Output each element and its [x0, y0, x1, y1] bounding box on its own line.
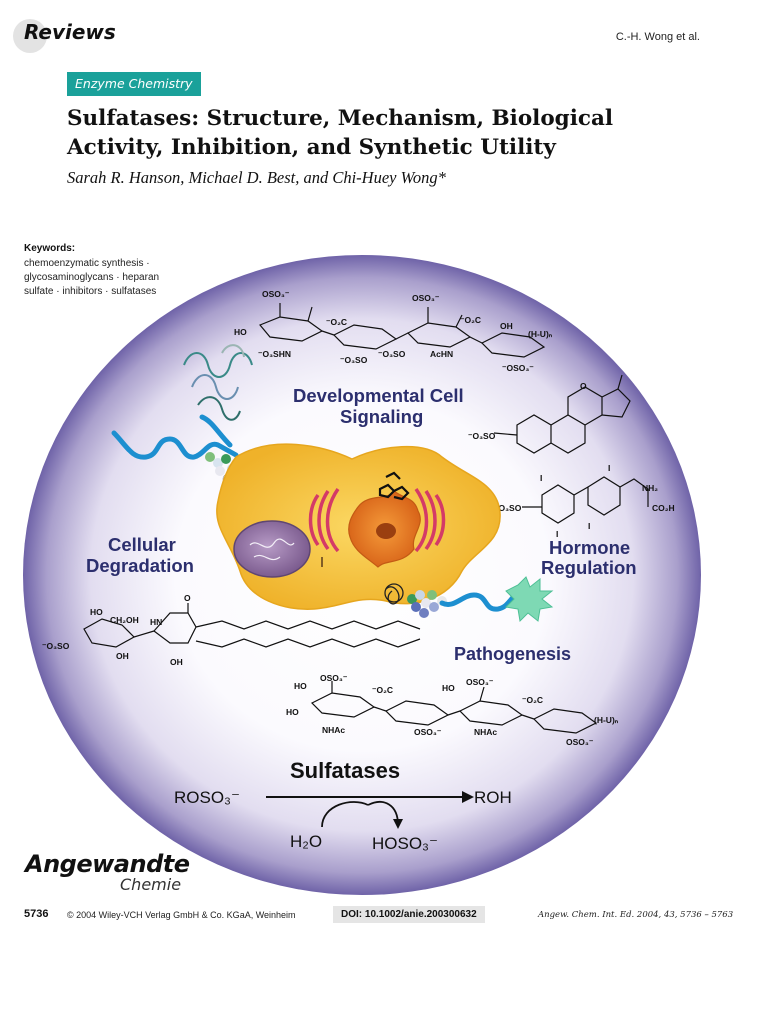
running-authors: C.-H. Wong et al.: [615, 31, 700, 43]
chem-oso3-2: OSO₃⁻: [412, 293, 440, 303]
keywords-heading: Keywords:: [24, 243, 76, 254]
glycoprotein-tail-left: [111, 430, 239, 460]
chem-o3shn: ⁻O₃SHN: [258, 349, 291, 359]
chem-bot-oso3-3: OSO₃⁻: [414, 727, 442, 737]
release-arrowhead: [393, 819, 403, 829]
chem-bot-nhac2: NHAc: [474, 727, 497, 737]
lysosome-contents: [249, 538, 295, 548]
chem-bot-hu: (H-U)ₙ: [594, 715, 619, 725]
reaction-substrate: ROSO₃⁻: [174, 788, 240, 807]
chem-i1: I: [540, 473, 542, 483]
doi-label[interactable]: DOI: 10.1002/anie.200300632: [333, 906, 485, 923]
chem-bot-ho2: HO: [286, 707, 299, 717]
lysosome: [233, 520, 311, 578]
lysosome-contents-2: [253, 554, 281, 561]
chem-oso3: OSO₃⁻: [262, 289, 290, 299]
reaction-byproduct: HOSO₃⁻: [372, 834, 438, 853]
chem-o3so: ⁻O₃SO: [340, 355, 368, 365]
chondroitin-sulfate-structure: [310, 681, 598, 734]
article-authors: Sarah R. Hanson, Michael D. Best, and Ch…: [67, 168, 446, 187]
chem-o3so-2: ⁻O₃SO: [378, 349, 406, 359]
chem-achn: AcHN: [430, 349, 453, 359]
sulfatide-structure: [83, 603, 421, 648]
thyroxine-sulfate-structure: [522, 476, 649, 524]
chem-o2c-2: ⁻O₂C: [460, 315, 481, 325]
journal-logo-main: Angewandte: [25, 850, 190, 878]
chem-bot-o2c: ⁻O₂C: [372, 685, 393, 695]
chem-i4: I: [588, 521, 590, 531]
figure-canvas: OSO₃⁻ HO ⁻O₃SHN ⁻O₂C ⁻O₃SO OSO₃⁻ ⁻O₃SO A…: [23, 255, 701, 895]
glycoprotein-tail-right: [439, 588, 525, 612]
label-developmental-line2: Signaling: [340, 406, 423, 427]
journal-citation: Angew. Chem. Int. Ed. 2004, 43, 5736 – 5…: [538, 910, 734, 920]
chem-ch2oh: CH₂OH: [110, 615, 139, 625]
chem-thy-o3so: ⁻O₃SO: [494, 503, 522, 513]
reviews-badge-circle: [13, 19, 47, 53]
chem-cer-ho: HO: [90, 607, 103, 617]
protein-knot: [384, 583, 404, 605]
chem-ho: HO: [234, 327, 247, 337]
journal-logo-sub: Chemie: [120, 875, 182, 894]
chem-bot-ho3: HO: [442, 683, 455, 693]
heparan-sulfate-structure: [259, 303, 546, 358]
chem-i3: I: [556, 529, 558, 539]
chem-cer-o3so: ⁻O₃SO: [42, 641, 70, 651]
label-cellular-line2: Degradation: [86, 555, 194, 576]
label-cellular-line1: Cellular: [108, 534, 176, 555]
chem-bot-nhac: NHAc: [322, 725, 345, 735]
nucleolus: [376, 523, 396, 539]
protein-linker: [199, 414, 233, 448]
chem-cer-o: O: [184, 593, 191, 603]
chem-cer-hn: HN: [150, 617, 162, 627]
chem-bot-ho: HO: [294, 681, 307, 691]
chem-hu: (H-U)ₙ: [528, 329, 553, 339]
section-label: Reviews: [24, 20, 116, 44]
chem-co2h: CO₂H: [652, 503, 675, 513]
water-uptake-arrow: [321, 801, 369, 828]
glycan-beads-right: [407, 590, 447, 618]
label-sulfatases: Sulfatases: [290, 758, 400, 783]
chem-steroid-o: O: [580, 381, 587, 391]
chem-cer-oh: OH: [116, 651, 129, 661]
label-hormone-line1: Hormone: [549, 537, 630, 558]
category-badge: Enzyme Chemistry: [67, 72, 201, 96]
chem-bot-oso3-2: OSO₃⁻: [466, 677, 494, 687]
spindle-left: [308, 487, 340, 553]
protein-ribbon-structure: [183, 344, 253, 421]
reaction-water: H₂O: [290, 832, 322, 851]
chem-steroid-o3so: ⁻O₃SO: [468, 431, 496, 441]
steroid-sulfate-structure: [493, 374, 631, 454]
chem-i2: I: [608, 463, 610, 473]
label-hormone-line2: Regulation: [541, 557, 637, 578]
label-developmental-line1: Developmental Cell: [293, 385, 464, 406]
article-title: Sulfatases: Structure, Mechanism, Biolog…: [67, 106, 614, 160]
graphical-abstract: OSO₃⁻ HO ⁻O₃SHN ⁻O₂C ⁻O₃SO OSO₃⁻ ⁻O₃SO A…: [22, 245, 704, 897]
chem-cer-oh2: OH: [170, 657, 183, 667]
copyright-notice: © 2004 Wiley-VCH Verlag GmbH & Co. KGaA,…: [67, 910, 296, 920]
chem-bot-oso3: OSO₃⁻: [320, 673, 348, 683]
reaction-arrowhead: [462, 791, 474, 803]
chem-bot-oso3-4: OSO₃⁻: [566, 737, 594, 747]
chem-o2c: ⁻O₂C: [326, 317, 347, 327]
page-number: 5736: [24, 908, 49, 920]
chem-oso3-3: ⁻OSO₃⁻: [502, 363, 534, 373]
chem-bot-o2c-2: ⁻O₂C: [522, 695, 543, 705]
keywords-list: chemoenzymatic synthesis · glycosaminogl…: [24, 258, 160, 297]
pathogen-shape: [504, 576, 554, 623]
chem-oh: OH: [500, 321, 513, 331]
reaction-product: ROH: [474, 788, 512, 807]
label-pathogenesis: Pathogenesis: [454, 644, 571, 664]
spindle-right: [414, 487, 446, 553]
chem-nh2: NH₂: [642, 483, 658, 493]
steroid-glyph: [378, 471, 410, 501]
